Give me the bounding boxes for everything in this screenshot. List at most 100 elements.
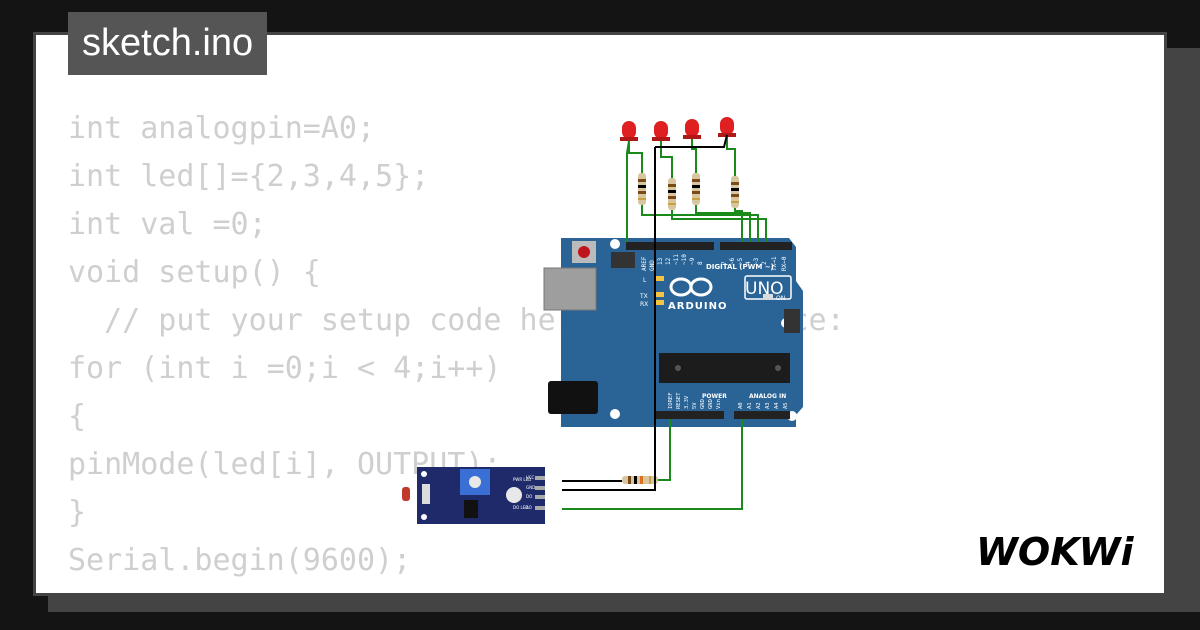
green-wires (562, 135, 767, 510)
reset-button-cap (578, 246, 590, 258)
code-line: int analogpin=A0; (68, 111, 376, 146)
board-brand-label: ARDUINO (668, 301, 727, 312)
module-label: VCC (526, 475, 535, 480)
wire (655, 134, 728, 148)
mount-hole (421, 471, 427, 477)
digital-header-right (720, 242, 792, 250)
led[interactable] (718, 117, 736, 137)
ldr-sensor-module[interactable]: PWR LED DO LED VCC GND DO AO (402, 467, 545, 524)
module-pin (535, 495, 545, 499)
gnd-label: GND (649, 260, 656, 271)
resistor[interactable] (692, 173, 700, 205)
wire (695, 205, 751, 242)
code-line: for (int i =0;i < 4;i++) (68, 351, 502, 386)
code-line: } (68, 495, 87, 530)
digital-pin-label: 8 (697, 261, 704, 265)
tx-label: TX (639, 293, 648, 300)
power-pin-label: GND (700, 399, 706, 409)
digital-pin-label: 7 (721, 261, 728, 265)
file-tab-label: sketch.ino (82, 22, 254, 64)
code-line: int val =0; (68, 207, 267, 242)
tx-led (654, 292, 664, 297)
power-pin-label: GND (708, 399, 714, 409)
wire (734, 208, 743, 242)
digital-pin-label: TX→1 (771, 256, 778, 271)
power-pin-label: 3.3V (684, 395, 690, 409)
analog-pin-label: A1 (747, 402, 753, 409)
digital-pin-label: ~11 (673, 254, 680, 265)
power-pin-label: 5V (692, 402, 698, 409)
code-line: pinMode(led[i], OUTPUT); (68, 447, 502, 482)
power-pin-label: Vin (716, 399, 722, 409)
resistor[interactable] (638, 173, 646, 205)
module-label: GND (526, 485, 535, 490)
digital-pin-label: ~10 (681, 254, 688, 265)
code-editor: int analogpin=A0; int led[]={2,3,4,5}; int… (68, 105, 845, 593)
digital-pin-label: ~9 (689, 257, 696, 265)
black-wires (562, 134, 728, 491)
resistor[interactable] (731, 176, 739, 208)
photoresistor-lens (506, 487, 522, 503)
rx-led (654, 300, 664, 305)
usb-connector (543, 267, 597, 311)
wokwi-logo-text: WOKWi (976, 530, 1135, 574)
analog-pin-label: A4 (774, 402, 780, 409)
resistor[interactable] (622, 476, 658, 484)
chip-dot (675, 365, 681, 371)
power-jack (548, 381, 598, 414)
code-line: int led[]={2,3,4,5}; (68, 159, 430, 194)
mount-hole (610, 239, 620, 249)
wire (628, 141, 643, 173)
digital-pin-label: RX←0 (781, 256, 788, 271)
on-label: ON (776, 295, 785, 302)
digital-pin-label: 2 (761, 261, 768, 265)
led[interactable] (620, 121, 638, 141)
resistor-group (622, 173, 739, 484)
code-line: void setup() { (68, 255, 321, 290)
potentiometer-knob (469, 476, 481, 488)
icsp-header-2 (784, 309, 800, 333)
aref-label: AREF (641, 256, 648, 271)
module-pin (535, 476, 545, 480)
board-model-label: UNO (745, 279, 784, 299)
digital-pin-label: ~6 (729, 257, 736, 265)
analog-header (734, 411, 790, 419)
analog-pin-label: A0 (738, 402, 744, 409)
icsp-header (611, 252, 635, 268)
analog-pin-label: A3 (765, 402, 771, 409)
led-group (620, 117, 736, 141)
wire (660, 141, 673, 178)
on-led (763, 294, 773, 299)
wire (562, 419, 743, 510)
led[interactable] (652, 121, 670, 141)
wire (726, 135, 736, 176)
module-pin (535, 506, 545, 510)
led[interactable] (683, 119, 701, 139)
digital-pin-label: 12 (665, 257, 672, 265)
file-tab[interactable]: sketch.ino (68, 12, 268, 75)
digital-header-label: DIGITAL (PWM ~) (706, 263, 774, 271)
mount-hole (610, 409, 620, 419)
code-line: Serial.begin(9600); (68, 543, 412, 578)
code-line: } (68, 585, 845, 593)
l-label: L (643, 277, 647, 284)
power-header (654, 411, 724, 419)
module-label: PWR LED (513, 477, 531, 482)
resistor[interactable] (668, 178, 676, 210)
digital-pin-label: ~5 (737, 257, 744, 265)
module-label: AO (526, 505, 532, 510)
analog-pin-label: A2 (756, 402, 762, 409)
comparator-chip (464, 500, 478, 518)
mount-hole (421, 514, 427, 520)
wire (671, 210, 767, 242)
wire (626, 140, 630, 242)
arduino-infinity-logo (669, 277, 713, 297)
code-line: { (68, 399, 87, 434)
digital-pin-label: 4 (745, 261, 752, 265)
digital-pin-label: 13 (657, 257, 664, 265)
l-led (654, 276, 664, 281)
digital-pin-label: ~3 (753, 257, 760, 265)
circuit-diagram: AREF GND 13 12 ~11 ~10 ~9 8 7 ~6 ~5 4 ~3… (402, 117, 803, 524)
arduino-uno-board[interactable]: AREF GND 13 12 ~11 ~10 ~9 8 7 ~6 ~5 4 ~3… (543, 238, 803, 427)
photoresistor[interactable] (402, 487, 410, 501)
